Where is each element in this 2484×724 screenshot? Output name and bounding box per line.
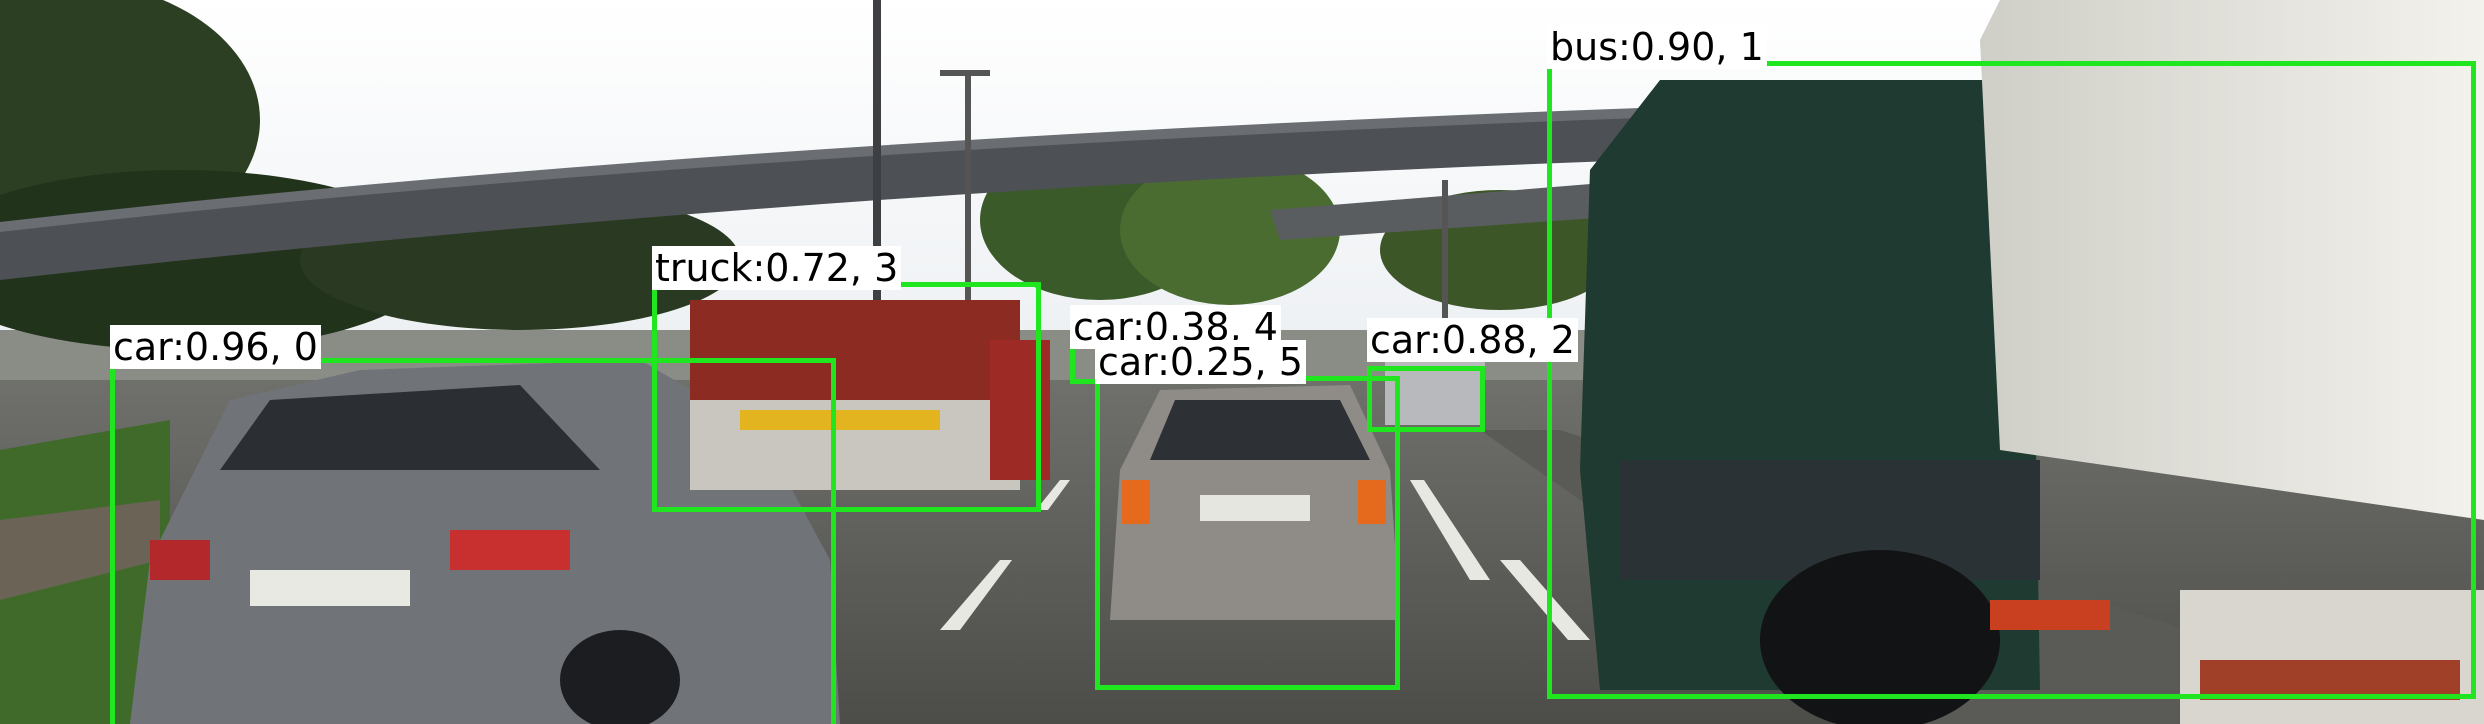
tanker <box>1980 0 2484 724</box>
detection-box-bus-1 <box>1547 61 2476 699</box>
detection-label-bus-1: bus:0.90, 1 <box>1547 25 1767 69</box>
detection-box-car-0 <box>110 358 836 724</box>
detection-label-car-2: car:0.88, 2 <box>1367 318 1578 362</box>
detection-label-car-0: car:0.96, 0 <box>110 325 321 369</box>
detection-box-car-5 <box>1095 376 1400 690</box>
grey-car <box>1110 385 1400 620</box>
red-truck <box>690 300 1050 490</box>
detection-box-car-2 <box>1367 366 1485 432</box>
detection-label-truck-3: truck:0.72, 3 <box>652 246 902 290</box>
detection-label-car-5: car:0.25, 5 <box>1095 340 1306 384</box>
overpass <box>0 115 1640 280</box>
silver-car <box>130 360 840 724</box>
detection-box-truck-3 <box>652 282 1041 512</box>
truck-cab <box>1580 80 2110 724</box>
